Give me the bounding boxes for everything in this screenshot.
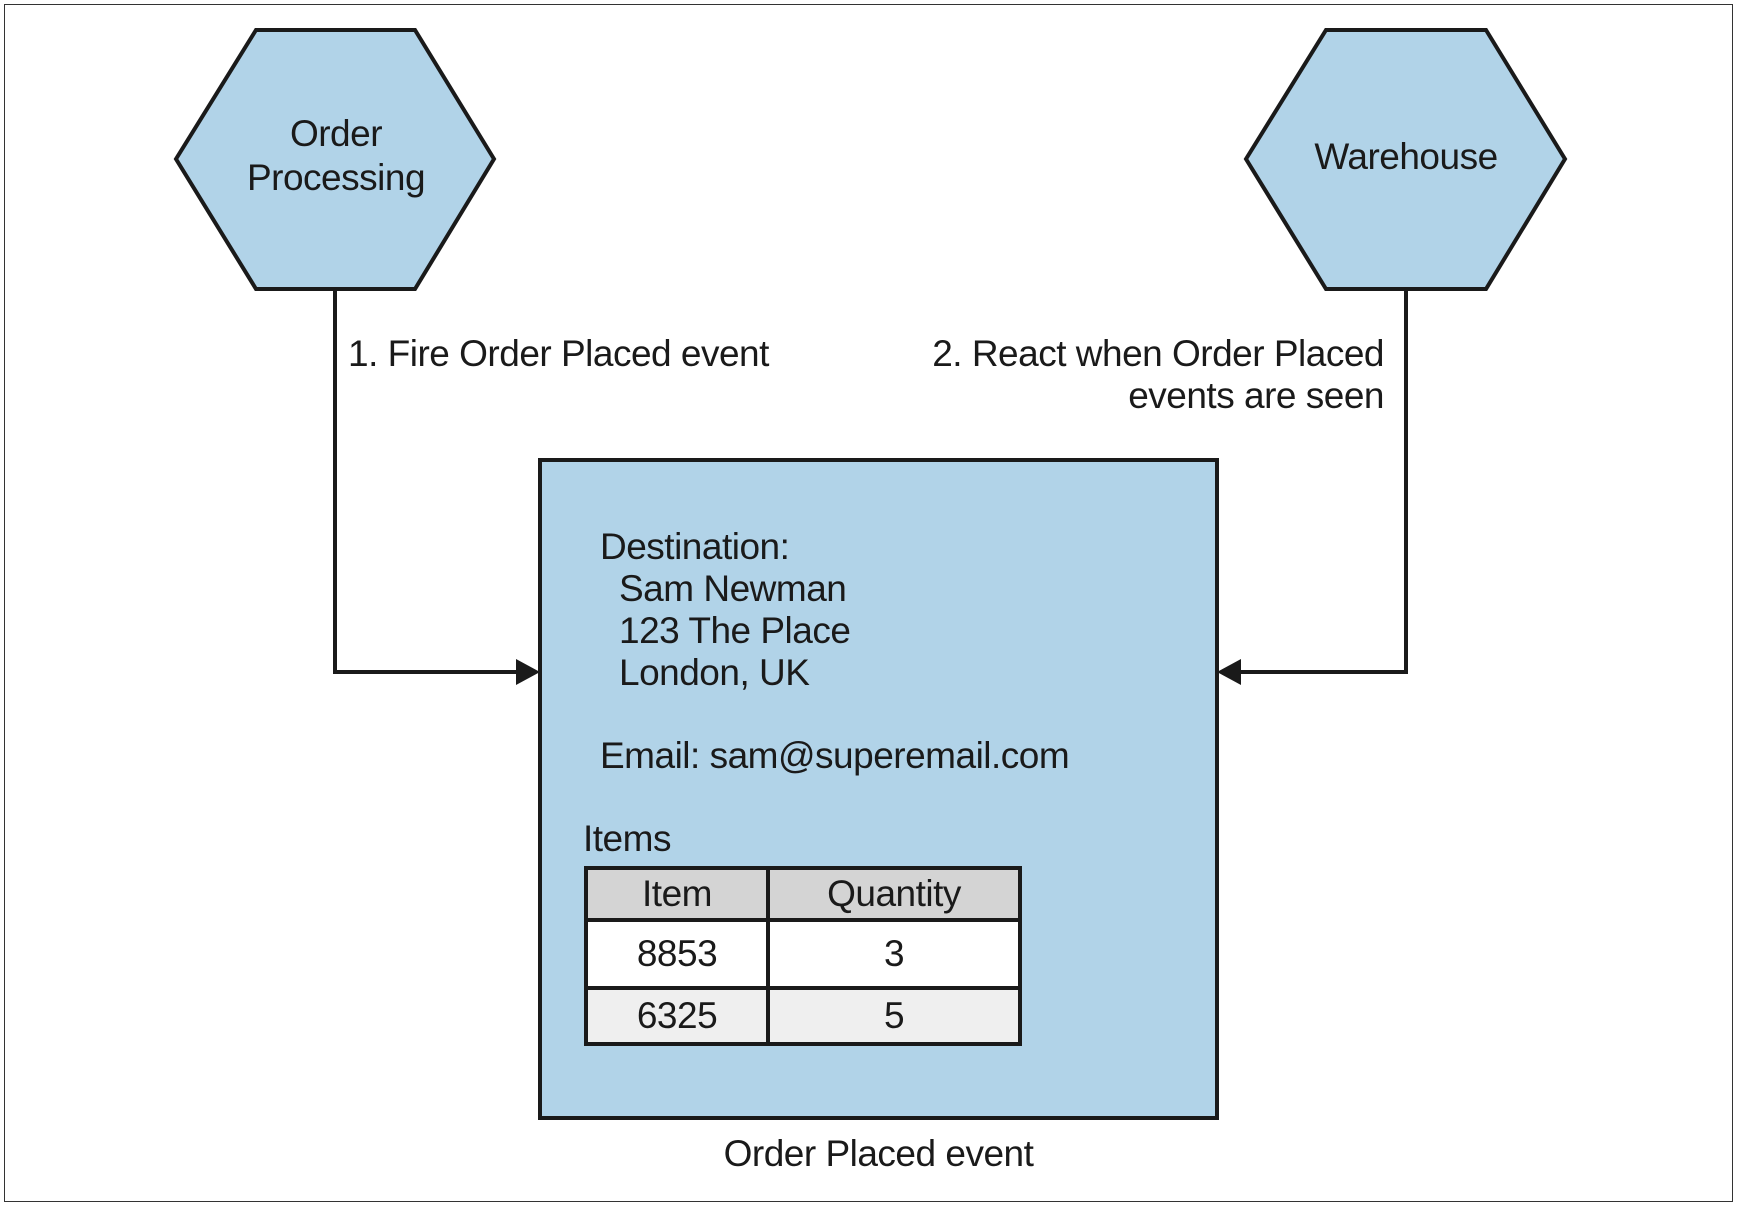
warehouse-label: Warehouse (1306, 135, 1506, 179)
destination-address: 123 The Place (619, 610, 851, 651)
destination-label: Destination: (600, 526, 790, 567)
item-quantity-cell: 5 (766, 986, 1022, 1046)
order-processing-label-line-2: Processing (246, 157, 426, 198)
table-row: 8853 3 (584, 918, 1022, 990)
react-event-arrow (1241, 289, 1408, 674)
fire-event-label: 1. Fire Order Placed event (348, 333, 769, 374)
react-event-arrowhead (1217, 659, 1241, 685)
item-id-cell: 6325 (584, 986, 770, 1046)
item-id-cell: 8853 (584, 918, 770, 990)
items-title: Items (583, 818, 671, 859)
destination-name: Sam Newman (619, 568, 847, 609)
item-quantity-cell: 3 (766, 918, 1022, 990)
table-row: 6325 5 (584, 986, 1022, 1046)
order-processing-label-line-1: Order (289, 113, 383, 154)
react-event-label-line-1: 2. React when Order Placed (932, 333, 1384, 374)
destination-city: London, UK (619, 652, 810, 693)
fire-event-arrow (333, 289, 516, 674)
items-table: Item Quantity 8853 3 6325 5 (584, 866, 1022, 1046)
order-processing-label: Order Processing (236, 112, 436, 200)
items-header-row: Item Quantity (584, 866, 1022, 922)
warehouse-hexagon (1243, 28, 1568, 291)
email-line: Email: sam@superemail.com (600, 735, 1070, 776)
order-processing-hexagon (173, 28, 497, 291)
react-event-label-line-2: events are seen (1128, 375, 1384, 416)
warehouse-label-text: Warehouse (1314, 136, 1498, 177)
event-caption: Order Placed event (723, 1133, 1034, 1174)
diagram-frame (4, 4, 1733, 1202)
fire-event-arrowhead (516, 659, 540, 685)
react-event-label: 2. React when Order Placed events are se… (932, 333, 1384, 417)
items-header-quantity: Quantity (766, 866, 1022, 922)
event-destination-block: Destination: Sam Newman 123 The Place Lo… (600, 526, 1070, 777)
items-header-item: Item (584, 866, 770, 922)
